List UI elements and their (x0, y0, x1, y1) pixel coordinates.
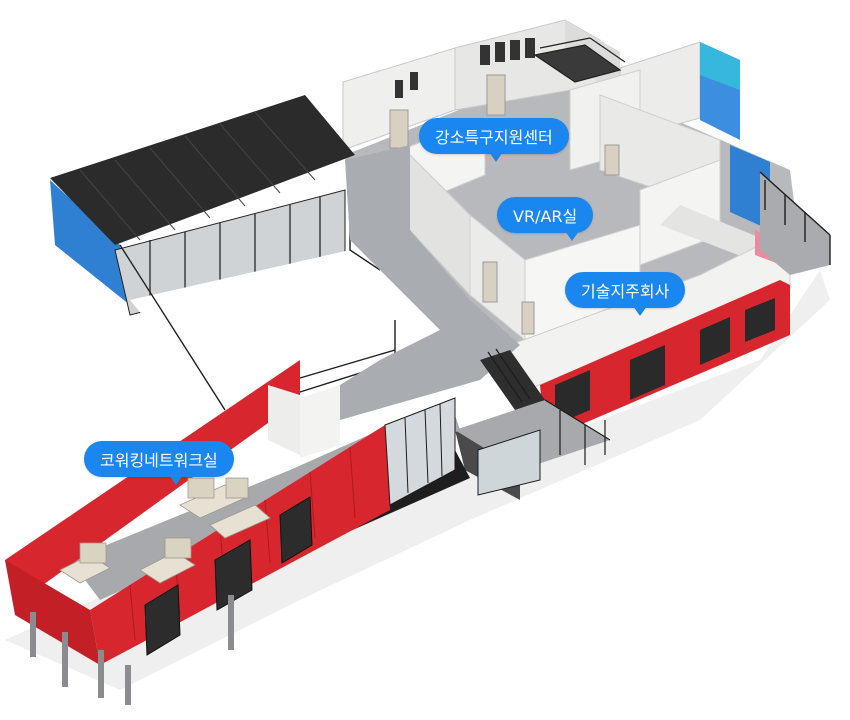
label-gangso: 강소특구지원센터 (419, 118, 569, 154)
callout-tail (169, 475, 183, 485)
callout-tail (633, 306, 647, 316)
label-tech: 기술지주회사 (565, 272, 686, 308)
coworking-container (5, 360, 460, 705)
callout-vrar: VR/AR실 (497, 197, 594, 241)
callout-tail (565, 231, 579, 241)
courtyard (119, 190, 451, 411)
callout-tail (489, 152, 503, 162)
callout-tech: 기술지주회사 (565, 272, 686, 316)
top-stair (533, 37, 626, 83)
red-container-row (540, 280, 790, 440)
central-walkway (300, 145, 520, 420)
label-coworking: 코워킹네트워크실 (84, 441, 234, 477)
right-balcony (759, 171, 831, 275)
label-vrar: VR/AR실 (497, 197, 594, 233)
roof-pavilion (50, 95, 355, 316)
center-stair-tower (455, 348, 611, 500)
callout-coworking: 코워킹네트워크실 (84, 441, 234, 485)
callout-gangso: 강소특구지원센터 (419, 118, 569, 162)
